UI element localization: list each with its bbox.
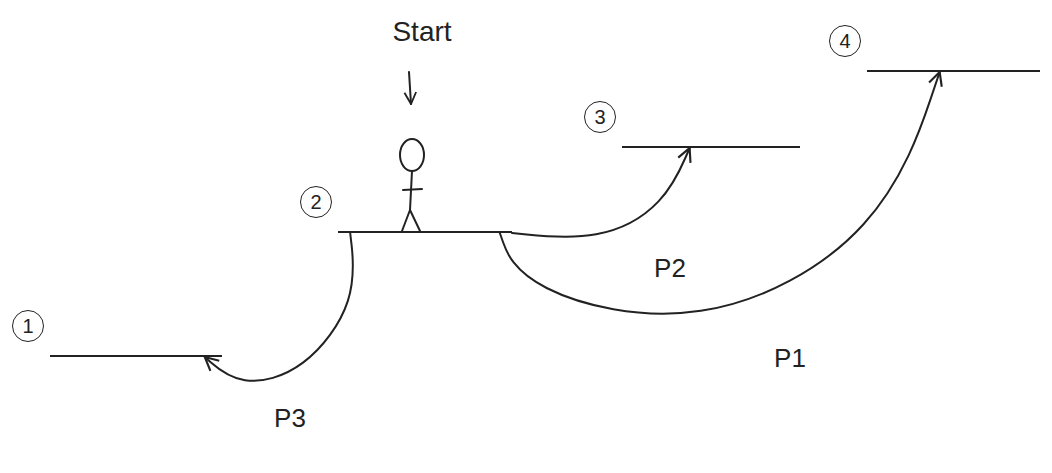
callout-circle: 4 (829, 25, 861, 57)
probability-label: P2 (651, 253, 689, 284)
start-label: Start (389, 16, 454, 48)
callout-number: 2 (310, 192, 321, 212)
start-arrow (409, 72, 411, 104)
jump-arrow (205, 233, 353, 381)
callout-circle: 2 (300, 186, 332, 218)
callout-number: 4 (839, 31, 850, 51)
platform: 1 (50, 312, 222, 357)
callout-circle: 3 (584, 101, 616, 133)
callout-number: 1 (22, 316, 33, 336)
probability-label: P1 (771, 343, 809, 374)
figure-head (400, 139, 424, 171)
jump-arrow (500, 72, 940, 314)
figure-leg (402, 210, 410, 231)
figure-leg (410, 210, 420, 231)
callout-circle: 1 (12, 310, 44, 342)
platform: 2 (338, 188, 512, 233)
jump-arrow (512, 148, 690, 237)
callout-number: 3 (594, 107, 605, 127)
platform: 4 (867, 27, 1040, 72)
figure-arms (403, 189, 422, 190)
probability-label: P3 (271, 403, 309, 434)
platform: 3 (622, 103, 800, 148)
